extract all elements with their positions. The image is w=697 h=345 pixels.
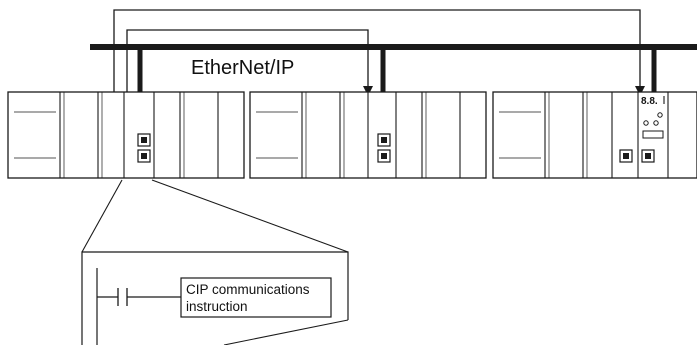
status-display: 8.8.: [641, 96, 658, 107]
indicator-led: [653, 120, 659, 126]
communication-paths: [113, 9, 645, 96]
indicator-led: [657, 112, 663, 118]
plc-rack-icon: [249, 91, 487, 179]
path-to-plc-3: [113, 9, 645, 96]
instruction-label-line2: instruction: [186, 299, 248, 314]
no-contact-icon: [117, 288, 128, 306]
card-slot: [642, 130, 664, 139]
plc-rack-icon: [7, 91, 245, 179]
ethernet-bus: [90, 44, 697, 92]
path-to-plc-2: [126, 29, 373, 96]
zoom-callout: [81, 179, 349, 253]
ethernet-port-icon: [377, 133, 391, 163]
torn-edge: [223, 319, 349, 345]
ethernet-port-icon: [137, 133, 151, 163]
indicator-led: [643, 120, 649, 126]
ladder-program-view: CIP communications instruction: [81, 251, 349, 345]
instruction-label-line1: CIP communications: [186, 282, 310, 297]
plc-rack-icon: 8.8.: [492, 91, 697, 179]
network-label: EtherNet/IP: [191, 57, 294, 79]
instruction-box: [180, 277, 332, 318]
ethernet-port-icon: [619, 149, 655, 163]
